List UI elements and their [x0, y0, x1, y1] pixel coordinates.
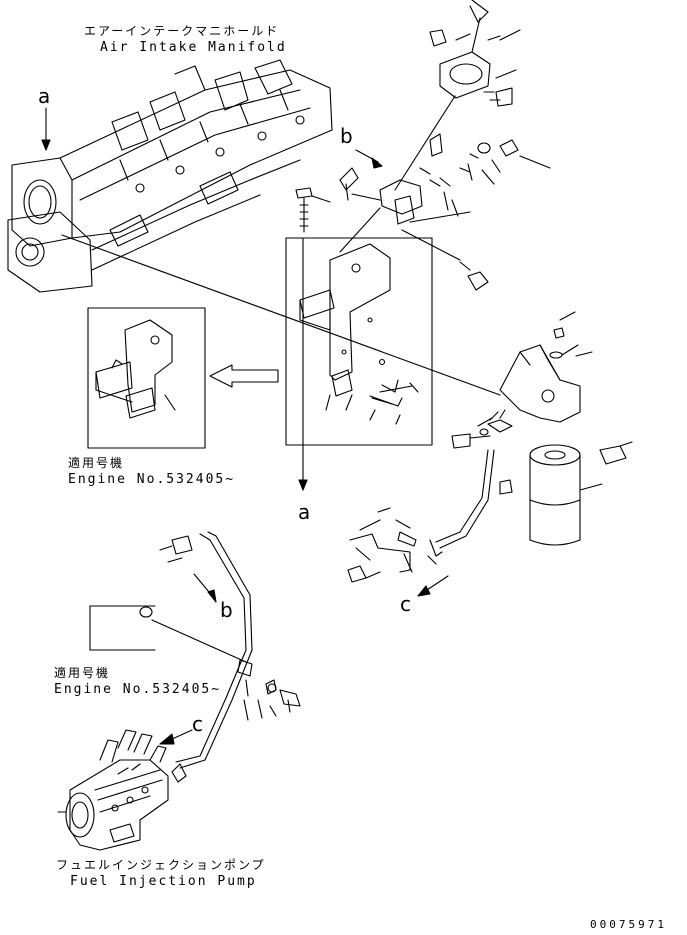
fuel-pipe-right [347, 449, 513, 583]
callout-a-top-arrow [41, 107, 51, 151]
manifold-label-jp: エアーインテークマニホールド [84, 24, 280, 38]
callout-b-lower: b [220, 598, 233, 622]
fuel-injection-pump [57, 729, 169, 851]
pump-label-en: Fuel Injection Pump [70, 874, 257, 889]
callout-a-bottom: a [298, 500, 311, 524]
callout-c-left-arrow [169, 729, 193, 741]
callout-c-right: c [400, 592, 411, 616]
callout-a-top: a [38, 84, 51, 108]
serial-label-2-en: Engine No.532405~ [54, 682, 222, 697]
inset-arrow [209, 364, 279, 388]
callout-c-left: c [192, 712, 203, 736]
inset-bracket-variant [87, 307, 206, 449]
mounting-bracket [299, 243, 419, 407]
callout-a-bottom-arrow [298, 479, 308, 491]
pump-label-jp: フュエルインジェクションポンプ [56, 858, 266, 872]
document-number: 00075971 [590, 918, 667, 931]
manifold-label-en: Air Intake Manifold [100, 40, 287, 55]
air-intake-manifold [7, 59, 333, 293]
bracket-frame [285, 237, 433, 446]
serial-label-2-jp: 適用号機 [54, 666, 111, 680]
fuel-line-left [151, 531, 301, 783]
serial-label-1-jp: 適用号機 [68, 456, 125, 470]
lower-filter-assembly [451, 311, 633, 546]
leader-manifold-filter [61, 234, 501, 396]
upper-filter-head [295, 0, 551, 291]
inset-left [89, 605, 156, 651]
serial-label-1-en: Engine No.532405~ [68, 472, 236, 487]
callout-b-upper: b [340, 124, 353, 148]
